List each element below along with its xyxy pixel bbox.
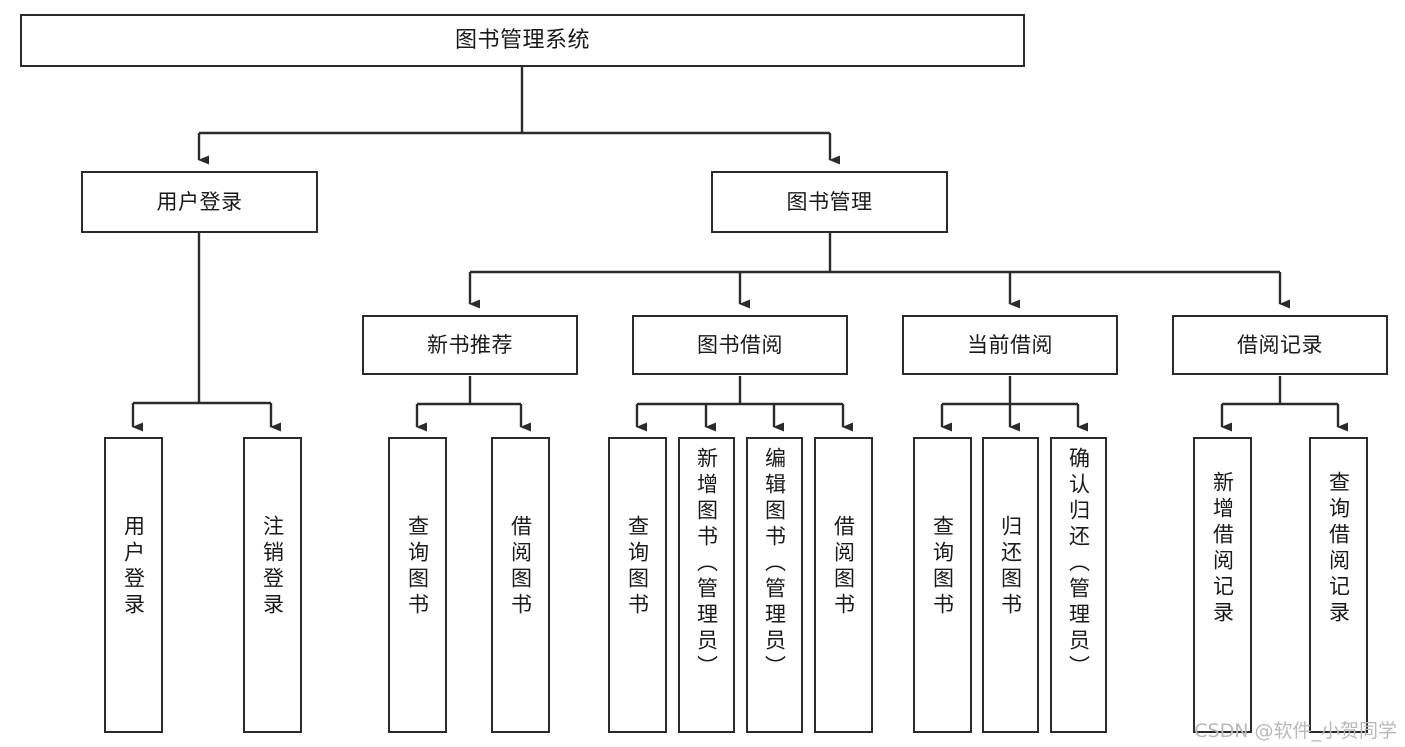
node-book-borrow[interactable]: 图书借阅 [632,315,848,375]
node-user-login-label: 用户登录 [156,189,243,214]
node-book-borrow-label: 图书借阅 [697,332,783,357]
leaf-borrow-book-2[interactable]: 借阅图书 [814,437,873,733]
leaf-add-record-label: 新增借阅记录 [1210,471,1235,627]
leaf-confirm-return-label: 确认归还（管理员） [1066,447,1091,681]
leaf-logout-login-label: 注销登录 [260,515,285,619]
leaf-return-book-label: 归还图书 [998,515,1023,619]
leaf-add-record[interactable]: 新增借阅记录 [1193,437,1252,733]
node-borrow-record[interactable]: 借阅记录 [1172,315,1388,375]
node-root-label: 图书管理系统 [454,27,590,53]
leaf-add-book-admin-label: 新增图书（管理员） [694,447,719,681]
leaf-borrow-book-1-label: 借阅图书 [508,515,533,619]
leaf-query-record[interactable]: 查询借阅记录 [1309,437,1368,733]
leaf-query-book-3[interactable]: 查询图书 [913,437,972,733]
leaf-add-book-admin[interactable]: 新增图书（管理员） [678,437,735,733]
leaf-query-book-2[interactable]: 查询图书 [608,437,667,733]
node-current-borrow-label: 当前借阅 [967,332,1053,357]
node-root[interactable]: 图书管理系统 [20,14,1025,67]
node-book-management-label: 图书管理 [786,189,873,214]
leaf-user-login-label: 用户登录 [121,515,146,619]
leaf-edit-book-admin[interactable]: 编辑图书（管理员） [746,437,803,733]
node-new-book-recommend-label: 新书推荐 [427,332,513,357]
leaf-borrow-book-2-label: 借阅图书 [831,515,856,619]
leaf-user-login[interactable]: 用户登录 [104,437,163,733]
node-borrow-record-label: 借阅记录 [1237,332,1323,357]
leaf-query-record-label: 查询借阅记录 [1326,471,1351,627]
leaf-logout-login[interactable]: 注销登录 [243,437,302,733]
node-new-book-recommend[interactable]: 新书推荐 [362,315,578,375]
leaf-query-book-3-label: 查询图书 [930,515,955,619]
leaf-return-book[interactable]: 归还图书 [982,437,1039,733]
leaf-query-book-1-label: 查询图书 [405,515,430,619]
node-user-login[interactable]: 用户登录 [81,171,318,233]
leaf-borrow-book-1[interactable]: 借阅图书 [491,437,550,733]
node-book-management[interactable]: 图书管理 [711,171,948,233]
node-current-borrow[interactable]: 当前借阅 [902,315,1118,375]
leaf-query-book-2-label: 查询图书 [625,515,650,619]
leaf-edit-book-admin-label: 编辑图书（管理员） [762,447,787,681]
leaf-confirm-return[interactable]: 确认归还（管理员） [1050,437,1107,733]
leaf-query-book-1[interactable]: 查询图书 [388,437,447,733]
